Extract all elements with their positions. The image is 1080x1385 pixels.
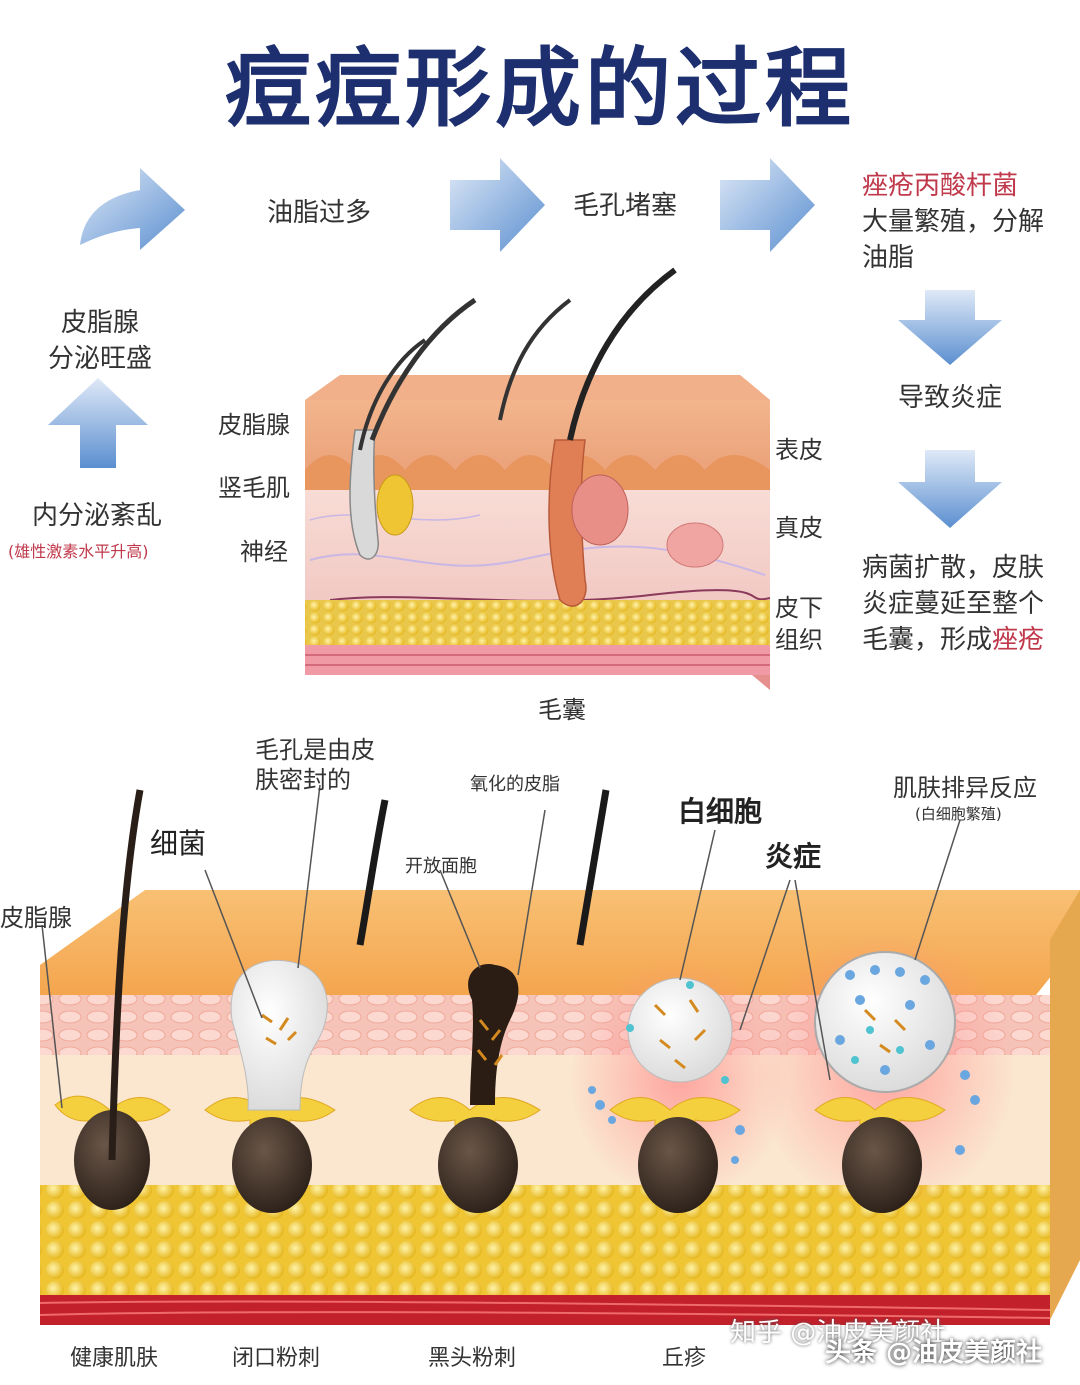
flow-step-bacteria: 痤疮丙酸杆菌 大量繁殖，分解 油脂 bbox=[862, 168, 1044, 276]
pore-sealed-line1: 毛孔是由皮 bbox=[255, 735, 375, 765]
label-subcutaneous: 皮下 组织 bbox=[775, 592, 823, 656]
label-follicle: 毛囊 bbox=[538, 690, 586, 725]
arrow-down-icon bbox=[898, 450, 1002, 528]
gland-line1: 皮脂腺 bbox=[45, 305, 155, 341]
label-arrector: 竖毛肌 bbox=[218, 468, 290, 503]
label-stage-sebaceous: 皮脂腺 bbox=[0, 898, 72, 933]
skin-cross-section bbox=[305, 270, 770, 690]
subcutaneous-line2: 组织 bbox=[775, 624, 823, 656]
label-dermis: 真皮 bbox=[775, 508, 823, 543]
spread-line3-red: 痤疮 bbox=[992, 625, 1044, 655]
spread-line3: 毛囊，形成痤疮 bbox=[862, 622, 1044, 658]
gland-line2: 分泌旺盛 bbox=[45, 341, 155, 377]
label-bacteria: 细菌 bbox=[150, 822, 206, 862]
stage-name-healthy: 健康肌肤 bbox=[70, 1340, 158, 1372]
curved-arrow-icon bbox=[80, 168, 185, 250]
watermark-toutiao: 头条 @油皮美颜社 bbox=[825, 1332, 1042, 1369]
flow-step-pore: 毛孔堵塞 bbox=[573, 188, 677, 224]
flow-step-oil: 油脂过多 bbox=[267, 195, 371, 231]
label-pore-sealed: 毛孔是由皮 肤密封的 bbox=[255, 735, 375, 795]
stage-name-papule: 丘疹 bbox=[662, 1340, 706, 1372]
label-rejection-note: (白细胞繁殖) bbox=[915, 803, 1002, 824]
arrow-up-icon bbox=[48, 378, 148, 468]
label-rejection: 肌肤排异反应 bbox=[893, 768, 1037, 803]
spread-line3-prefix: 毛囊，形成 bbox=[862, 625, 992, 655]
label-sebaceous: 皮脂腺 bbox=[218, 405, 290, 440]
bacteria-line2: 大量繁殖，分解 bbox=[862, 204, 1044, 240]
spread-line2: 炎症蔓延至整个 bbox=[862, 586, 1044, 622]
acne-stages-diagram bbox=[40, 785, 1080, 1325]
pore-sealed-line2: 肤密封的 bbox=[255, 765, 375, 795]
stage-name-blackhead: 黑头粉刺 bbox=[428, 1340, 516, 1372]
arrow-right-icon bbox=[450, 158, 545, 252]
flow-step-inflammation: 导致炎症 bbox=[898, 380, 1002, 416]
bacteria-name: 痤疮丙酸杆菌 bbox=[862, 168, 1044, 204]
flow-step-gland: 皮脂腺 分泌旺盛 bbox=[45, 305, 155, 377]
subcutaneous-line1: 皮下 bbox=[775, 592, 823, 624]
label-white-cell: 白细胞 bbox=[678, 790, 762, 830]
flow-step-hormone: 内分泌紊乱 bbox=[32, 498, 162, 534]
label-oxidized-sebum: 氧化的皮脂 bbox=[470, 770, 560, 796]
stage-name-closed: 闭口粉刺 bbox=[232, 1340, 320, 1372]
arrow-down-icon bbox=[898, 290, 1002, 365]
arrow-right-icon bbox=[720, 158, 815, 252]
flow-step-spread: 病菌扩散，皮肤 炎症蔓延至整个 毛囊，形成痤疮 bbox=[862, 550, 1044, 658]
label-open-comedo: 开放面胞 bbox=[405, 852, 477, 878]
bacteria-line3: 油脂 bbox=[862, 240, 1044, 276]
flow-step-hormone-note: (雄性激素水平升高) bbox=[8, 538, 149, 562]
label-inflammation: 炎症 bbox=[765, 835, 821, 875]
spread-line1: 病菌扩散，皮肤 bbox=[862, 550, 1044, 586]
label-epidermis: 表皮 bbox=[775, 430, 823, 465]
label-nerve: 神经 bbox=[240, 532, 288, 567]
